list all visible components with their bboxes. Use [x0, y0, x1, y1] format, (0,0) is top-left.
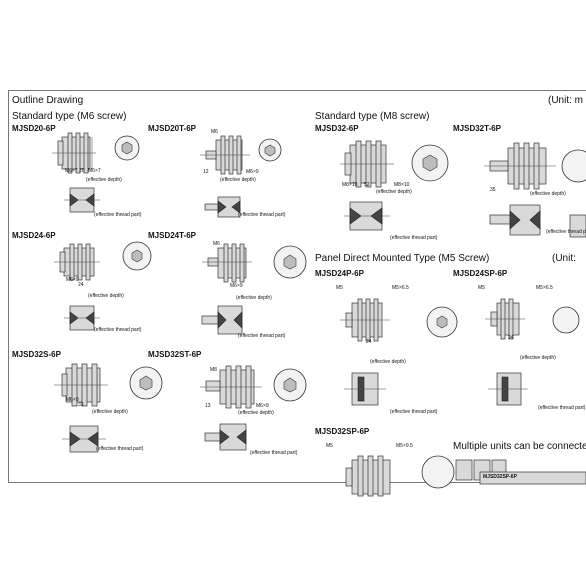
section-title-panel: Panel Direct Mounted Type (M5 Screw) [315, 253, 490, 264]
mjsd24t-6p-side-view [202, 243, 252, 283]
dim-20: 20 [79, 168, 85, 174]
dim-24-p: 24 [366, 339, 372, 345]
note-effective-depth-32st: (effective depth) [238, 410, 274, 416]
panel-unit-label: (Unit: [552, 253, 576, 264]
mjsd24-6p-section-view [64, 305, 100, 331]
note-m5-24p: M5 [336, 285, 343, 291]
note-m8-32st-top: M8 [210, 367, 217, 373]
note-thread-m6x7-b: M6×7 [88, 168, 101, 174]
mjsd32st-6p-side-view [200, 365, 262, 409]
note-effective-depth-24sp: (effective depth) [520, 355, 556, 361]
note-thread-m6x7: M6×7 [65, 168, 78, 174]
multiple-units-view [455, 459, 586, 485]
note-m8-32st: M6×9 [256, 403, 269, 409]
model-mjsd20t-6p: MJSD20T-6P [148, 124, 197, 133]
note-effective-thread-32: (effective thread part) [390, 235, 438, 241]
mjsd32t-6p-side-view [484, 142, 556, 190]
note-effective-thread-32st: (effective thread part) [250, 450, 298, 456]
note-effective-thread-32t: (effective thread part) [546, 229, 586, 235]
unit-label: (Unit: m [548, 95, 583, 106]
note-m5-32sp: M5 [326, 443, 333, 449]
dim-33: 33 [78, 402, 84, 408]
dim-12: 12 [203, 169, 209, 175]
model-mjsd32sp-6p: MJSD32SP-6P [315, 427, 370, 436]
mjsd32st-6p-section-view [204, 423, 247, 451]
note-effective-depth-32s: (effective depth) [92, 409, 128, 415]
note-effective-thread-24p: (effective thread part) [390, 409, 438, 415]
note-effective-depth-20: (effective depth) [86, 177, 122, 183]
outline-drawing-sheet [8, 90, 586, 483]
note-effective-thread-24: (effective thread part) [94, 327, 142, 333]
mjsd32sp-6p-front-view [421, 455, 455, 489]
multiple-units-note: Multiple units can be connected [453, 441, 586, 452]
section-title-m8: Standard type (M8 screw) [315, 111, 430, 122]
note-m8x8: M6×9 [66, 397, 79, 403]
model-mjsd32sp-6p-small: MJSD32SP-6P [483, 474, 517, 480]
model-mjsd32t-6p: MJSD32T-6P [453, 124, 502, 133]
model-mjsd20-6p: MJSD20-6P [12, 124, 56, 133]
dim-13: 13 [205, 403, 211, 409]
note-effective-thread-24sp: (effective thread part) [538, 405, 586, 411]
dim-24: 24 [78, 282, 84, 288]
outline-drawing-title: Outline Drawing [12, 95, 84, 106]
mjsd24sp-6p-front-view [552, 306, 580, 334]
model-mjsd24-6p: MJSD24-6P [12, 231, 56, 240]
mjsd24sp-6p-side-view [485, 298, 525, 340]
mjsd24t-6p-section-view [201, 305, 243, 335]
note-m6x9-24: M6×9 [66, 277, 79, 283]
mjsd32t-6p-section-view [489, 204, 541, 236]
mjsd20-6p-side-view [52, 132, 96, 174]
note-effective-depth-24t: (effective depth) [236, 295, 272, 301]
note-m8x10-32: M8×10 [342, 182, 358, 188]
note-m5x65-24sp: M5×6.5 [536, 285, 553, 291]
model-mjsd32st-6p: MJSD32ST-6P [148, 350, 202, 359]
mjsd32t-6p-front-view [561, 149, 586, 183]
mjsd32s-6p-side-view [54, 363, 108, 407]
mjsd32s-6p-section-view [62, 425, 106, 453]
mjsd20-6p-section-view [64, 187, 100, 213]
note-effective-thread-20t: (effective thread part) [238, 212, 286, 218]
mjsd32-6p-section-view [344, 201, 390, 231]
note-effective-depth-20t: (effective depth) [220, 177, 256, 183]
note-effective-depth-24p: (effective depth) [370, 359, 406, 365]
mjsd32-6p-side-view [340, 140, 394, 188]
mjsd24sp-6p-section-view [488, 372, 528, 406]
mjsd24-6p-side-view [54, 243, 100, 281]
note-m5-24sp: M5 [478, 285, 485, 291]
model-mjsd32-6p: MJSD32-6P [315, 124, 359, 133]
note-effective-depth-32: (effective depth) [376, 189, 412, 195]
mjsd24p-6p-side-view [340, 298, 390, 342]
note-effective-thread-20: (effective thread part) [94, 212, 142, 218]
note-effective-thread-24t: (effective thread part) [238, 333, 286, 339]
note-m6-24t: M6 [213, 241, 220, 247]
dim-52: 52 [364, 182, 370, 188]
note-m6x9-24t: M6×9 [230, 283, 243, 289]
dim-35: 35 [490, 187, 496, 193]
mjsd24p-6p-section-view [344, 372, 386, 406]
note-effective-thread-32s: (effective thread part) [96, 446, 144, 452]
model-mjsd24t-6p: MJSD24T-6P [148, 231, 197, 240]
note-effective-depth-32t: (effective depth) [530, 191, 566, 197]
note-m5x65-24p: M5×6.5 [392, 285, 409, 291]
note-m6x9-20t: M6×9 [246, 169, 259, 175]
model-mjsd32s-6p: MJSD32S-6P [12, 350, 61, 359]
section-title-m6: Standard type (M6 screw) [12, 111, 127, 122]
note-m6-20t: M6 [211, 129, 218, 135]
note-m5x95-32sp: M5×9.5 [396, 443, 413, 449]
note-effective-depth-24: (effective depth) [88, 293, 124, 299]
note-m8x10-32-b: M8×10 [394, 182, 410, 188]
mjsd20t-6p-section-view [204, 196, 241, 218]
mjsd32sp-6p-side-view [345, 455, 391, 497]
model-mjsd24sp-6p: MJSD24SP-6P [453, 269, 508, 278]
dim-24-sp: 24 [508, 335, 514, 341]
model-mjsd24p-6p: MJSD24P-6P [315, 269, 364, 278]
mjsd20t-6p-side-view [200, 135, 250, 175]
